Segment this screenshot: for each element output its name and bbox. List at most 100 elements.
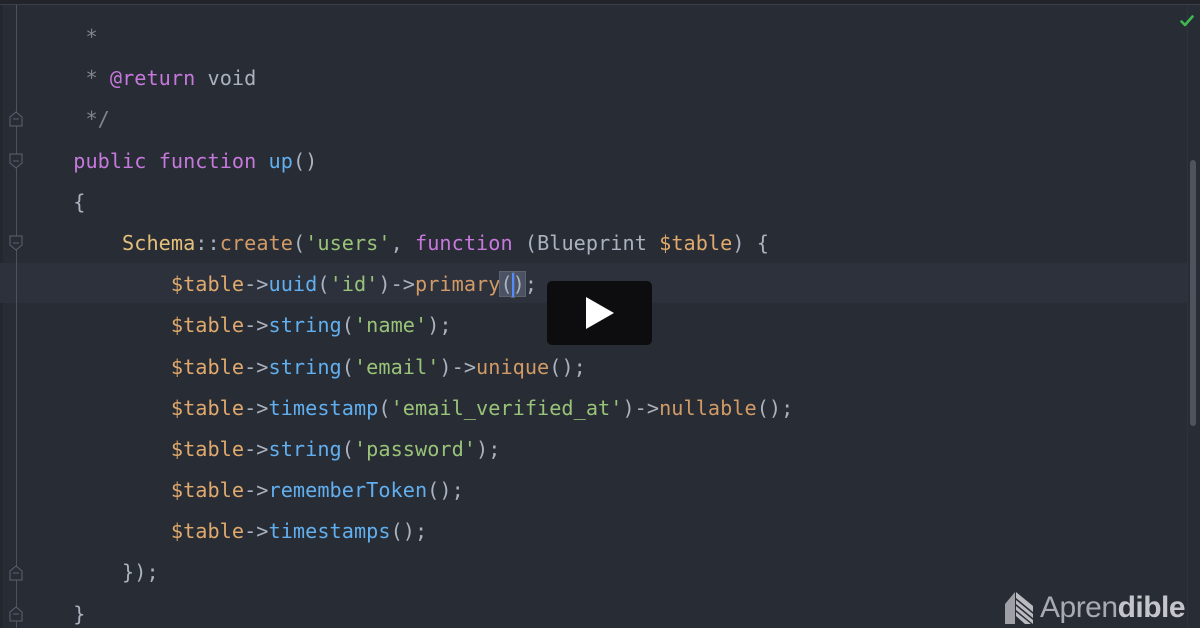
token-class: Schema xyxy=(122,230,196,255)
play-button[interactable] xyxy=(547,281,652,345)
token-func: timestamps xyxy=(268,519,391,544)
gutter-edge xyxy=(0,5,3,628)
token-func: rememberToken xyxy=(268,478,428,503)
token-punc: )-> xyxy=(622,395,660,420)
fold-guide-line xyxy=(16,5,17,628)
token-var: $table xyxy=(659,230,733,255)
indent xyxy=(0,66,85,90)
token-keyword: function xyxy=(158,148,257,173)
fold-start-icon[interactable] xyxy=(9,153,23,169)
code-line[interactable]: Schema::create('users', function (Bluepr… xyxy=(0,223,793,264)
token-op: -> xyxy=(244,272,269,297)
fold-end-icon[interactable] xyxy=(9,564,23,581)
aprendible-logo: Aprendible xyxy=(1003,590,1186,626)
token-var: $table xyxy=(170,395,245,420)
token-bracket: ) xyxy=(511,271,526,298)
token-punc: { xyxy=(73,189,86,214)
token-comment: */ xyxy=(85,107,110,132)
token-op: -> xyxy=(244,436,269,461)
token-punc: )-> xyxy=(439,354,477,379)
token-string: 'email' xyxy=(353,354,440,379)
token-var: $table xyxy=(170,272,245,297)
token-punc: ); xyxy=(476,436,501,461)
token-method: unique xyxy=(476,354,550,379)
code-area[interactable]: * * @return void */ public function up()… xyxy=(0,17,793,628)
token-method: create xyxy=(219,230,293,255)
indent xyxy=(0,190,73,214)
code-line[interactable]: $table->timestamps(); xyxy=(0,511,793,552)
token-func: up xyxy=(268,148,293,173)
token-punc: ( xyxy=(292,230,306,255)
fold-start-icon[interactable] xyxy=(9,235,23,251)
indent xyxy=(0,149,73,173)
token-type: void xyxy=(195,66,257,91)
token-op: -> xyxy=(244,395,269,420)
token-string: 'id' xyxy=(329,272,379,297)
token-comment: * xyxy=(85,25,98,49)
token-punc: }); xyxy=(122,560,159,585)
token-type: (Blueprint xyxy=(512,230,660,255)
token-string: 'password' xyxy=(353,436,477,461)
indent xyxy=(0,560,122,584)
token-var: $table xyxy=(170,313,245,338)
indent xyxy=(0,355,171,379)
token-punc: } xyxy=(73,601,86,626)
scrollbar-thumb[interactable] xyxy=(1190,160,1196,426)
fold-end-icon[interactable] xyxy=(9,111,23,127)
token-punc xyxy=(256,149,268,173)
token-punc: (); xyxy=(549,354,586,379)
token-punc: ( xyxy=(341,313,354,338)
token-op: -> xyxy=(244,313,269,338)
token-var: $table xyxy=(170,519,245,544)
token-punc: (); xyxy=(756,395,794,420)
token-punc: :: xyxy=(195,230,220,255)
token-punc: ( xyxy=(378,395,391,420)
indent xyxy=(0,437,171,461)
token-punc: , xyxy=(390,230,416,255)
code-line[interactable]: $table->rememberToken(); xyxy=(0,470,793,511)
token-func: string xyxy=(268,313,342,338)
code-line[interactable]: */ xyxy=(0,99,793,140)
token-op: -> xyxy=(244,478,269,503)
indent xyxy=(0,602,73,626)
token-punc: (); xyxy=(427,478,464,503)
token-func: string xyxy=(268,354,342,379)
token-keyword: public xyxy=(73,148,147,173)
code-line[interactable]: * xyxy=(0,17,793,58)
token-punc: ); xyxy=(427,313,452,338)
code-line[interactable]: $table->string('password'); xyxy=(0,429,793,470)
text-cursor xyxy=(511,272,514,297)
check-icon xyxy=(1180,12,1194,27)
token-punc: ( xyxy=(341,436,354,461)
fold-end-icon[interactable] xyxy=(9,606,23,622)
token-punc: ( xyxy=(317,272,330,297)
code-line[interactable]: } xyxy=(0,594,793,628)
token-op: -> xyxy=(244,519,269,544)
editor-top-border xyxy=(0,0,1200,5)
code-line-current[interactable]: $table->uuid('id')->primary(); xyxy=(0,264,793,305)
code-line[interactable]: }); xyxy=(0,552,793,593)
token-var: $table xyxy=(170,478,245,503)
code-line[interactable]: $table->timestamp('email_verified_at')->… xyxy=(0,388,793,429)
token-method: nullable xyxy=(659,395,757,420)
token-bracket: ( xyxy=(499,271,514,298)
code-line[interactable]: * @return void xyxy=(0,58,793,99)
token-keyword: function xyxy=(415,230,513,255)
token-string: 'name' xyxy=(353,313,428,338)
indent xyxy=(0,396,171,420)
indent xyxy=(0,25,85,49)
code-line[interactable]: public function up() xyxy=(0,141,793,182)
indent xyxy=(0,478,171,502)
indent xyxy=(0,519,171,543)
token-string: 'email_verified_at' xyxy=(390,395,623,420)
code-line[interactable]: $table->string('email')->unique(); xyxy=(0,347,793,388)
token-punc xyxy=(146,149,158,173)
token-punc: ) { xyxy=(732,230,769,255)
code-line[interactable]: $table->string('name'); xyxy=(0,305,793,346)
code-line[interactable]: { xyxy=(0,182,793,223)
token-punc: () xyxy=(292,148,318,173)
token-var: $table xyxy=(170,354,245,379)
play-icon xyxy=(585,297,614,329)
token-comment: * xyxy=(85,66,110,91)
